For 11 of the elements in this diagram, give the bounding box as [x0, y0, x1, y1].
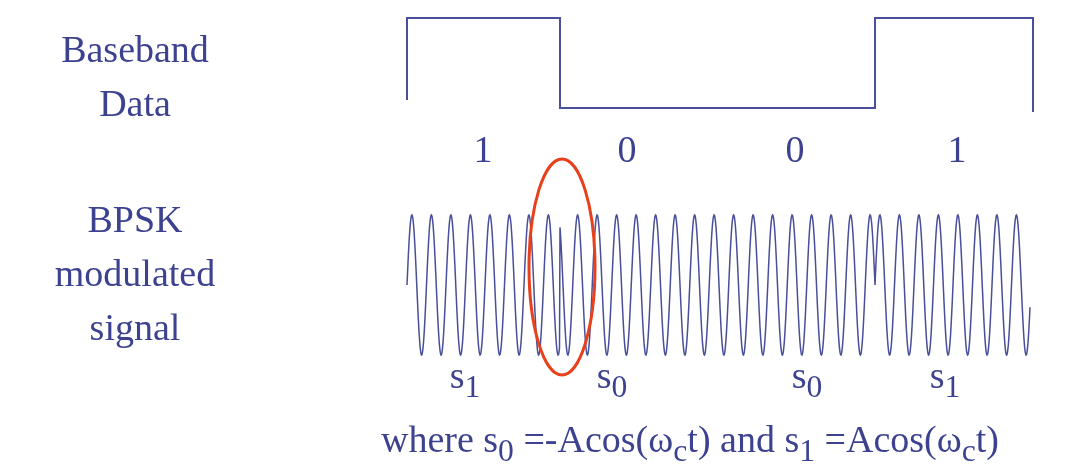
- row-label: Baseband Data: [60, 27, 210, 126]
- symbol-label: s$_{1}$: [449, 353, 481, 406]
- bit-value: 0: [785, 127, 805, 172]
- symbol-label: s$_{0}$: [596, 353, 628, 406]
- symbol-label: s$_{0}$: [791, 353, 823, 406]
- symbol-label: s$_{1}$: [929, 353, 961, 406]
- caption-text: where s$_{0}$ =-Acos(ω$_{c}$t) and s$_{1}$ =Acos(ω$_{c}$t): [380, 417, 1000, 467]
- bit-value: 1: [947, 127, 967, 172]
- bit-value: 1: [473, 127, 493, 172]
- bit-value: 0: [617, 127, 637, 172]
- row-label: BPSK modulated signal: [53, 197, 217, 350]
